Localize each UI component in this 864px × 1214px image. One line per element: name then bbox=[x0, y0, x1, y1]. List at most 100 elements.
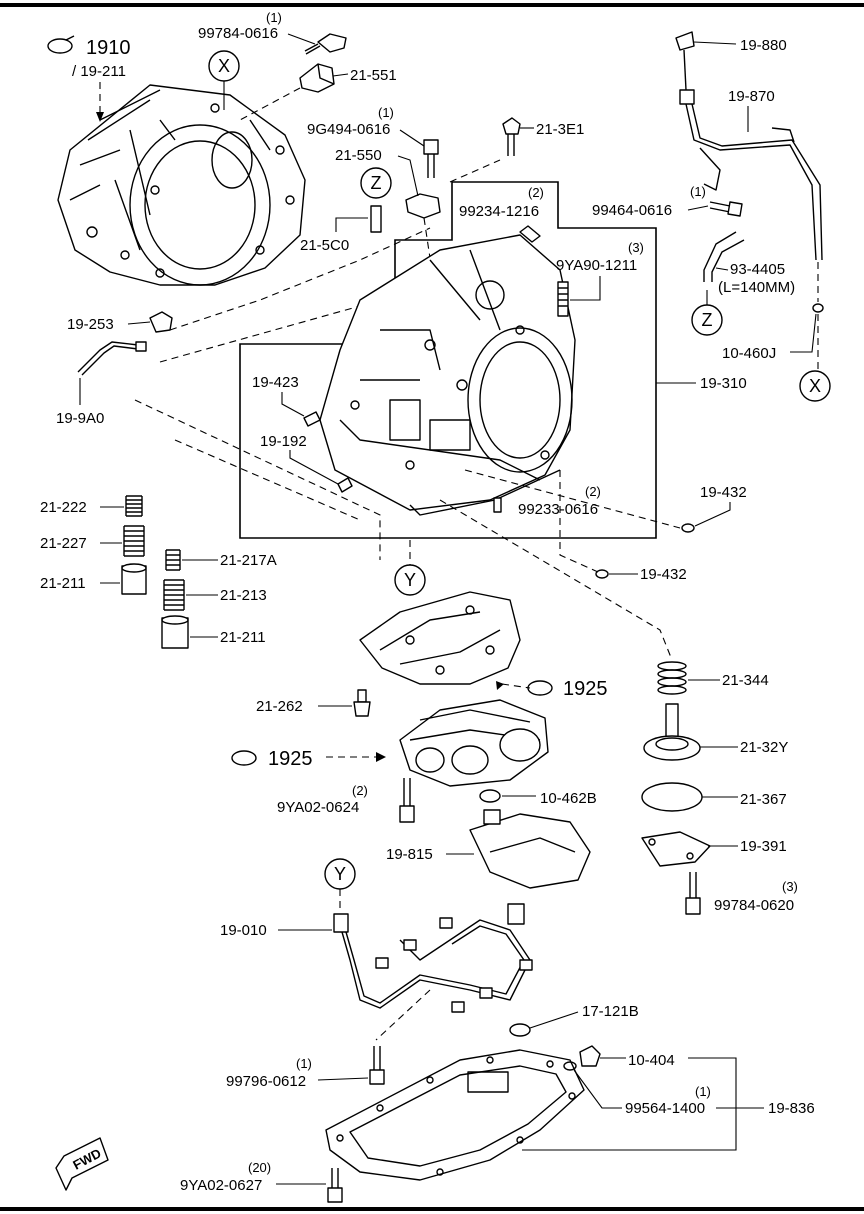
marker-x-right: X bbox=[809, 376, 821, 396]
label-19-253: 19-253 bbox=[67, 316, 114, 333]
fitting-19-423 bbox=[303, 411, 321, 427]
bolt-99464-0616 bbox=[709, 201, 743, 217]
piston-21-211-a bbox=[121, 563, 147, 595]
label-99796-0612: 99796-0612 bbox=[226, 1073, 306, 1090]
drain-plug-10-404 bbox=[579, 1045, 601, 1067]
label-99564-1400: 99564-1400 bbox=[625, 1100, 705, 1117]
label-21-551: 21-551 bbox=[350, 67, 397, 84]
qty-99784-0620: (3) bbox=[782, 879, 798, 894]
ref-1910-callout: 1910 / 19-211 bbox=[47, 35, 131, 122]
bolt-9YA02-0627 bbox=[327, 1168, 343, 1203]
oring-19-432-a bbox=[681, 523, 695, 533]
label-21-32Y: 21-32Y bbox=[740, 739, 788, 756]
valve-body bbox=[399, 699, 549, 787]
label-21-222: 21-222 bbox=[40, 499, 87, 516]
cover-19-391 bbox=[641, 831, 711, 867]
spring-21-344 bbox=[657, 661, 687, 695]
label-21-3E1: 21-3E1 bbox=[536, 121, 584, 138]
qty-9YA90-1211: (3) bbox=[628, 240, 644, 255]
label-9YA02-0624: 9YA02-0624 bbox=[277, 799, 359, 816]
qty-99464-0616: (1) bbox=[690, 184, 706, 199]
marker-y-circle-top bbox=[394, 564, 426, 596]
label-9YA90-1211: 9YA90-1211 bbox=[556, 257, 637, 274]
sensor-21-551 bbox=[299, 63, 335, 93]
bolt-99784-0616 bbox=[304, 33, 347, 55]
plug-19-253 bbox=[149, 311, 173, 333]
label-19-836: 19-836 bbox=[768, 1100, 815, 1117]
stud-9YA90-1211 bbox=[557, 281, 569, 317]
marker-y-bottom: Y bbox=[334, 864, 346, 884]
bolt-9YA02-0624 bbox=[399, 778, 415, 823]
label-19-192: 19-192 bbox=[260, 433, 307, 450]
converter-housing bbox=[57, 84, 306, 286]
ref-1925-callout-b: 1925 bbox=[231, 748, 386, 770]
label-19-880: 19-880 bbox=[740, 37, 787, 54]
ref-1925-callout-a: 1925 bbox=[496, 678, 608, 700]
label-21-5C0: 21-5C0 bbox=[300, 237, 349, 254]
qty-99564-1400: (1) bbox=[695, 1084, 711, 1099]
case-assembly-box bbox=[239, 181, 657, 539]
label-19-9A0: 19-9A0 bbox=[56, 410, 104, 427]
wiring-harness-19-010 bbox=[333, 903, 533, 1013]
bolt-99796-0612 bbox=[369, 1046, 385, 1085]
label-19-432-b: 19-432 bbox=[640, 566, 687, 583]
label-21-550: 21-550 bbox=[335, 147, 382, 164]
qty-99796-0612: (1) bbox=[296, 1056, 312, 1071]
qty-99784-0616: (1) bbox=[266, 10, 282, 25]
label-19-310: 19-310 bbox=[700, 375, 747, 392]
label-21-213: 21-213 bbox=[220, 587, 267, 604]
piston-21-32Y bbox=[643, 703, 701, 761]
label-10-460J: 10-460J bbox=[722, 345, 776, 362]
ref-1910-label: 1910 bbox=[86, 37, 131, 59]
separator-plate bbox=[359, 591, 521, 685]
washer-99564-1400 bbox=[563, 1061, 577, 1071]
ref-1925-label-b: 1925 bbox=[268, 748, 313, 770]
oring-10-460J bbox=[812, 303, 824, 313]
label-21-211-a: 21-211 bbox=[40, 575, 86, 592]
label-99784-0620: 99784-0620 bbox=[714, 897, 794, 914]
bolt-9G494-0616 bbox=[423, 139, 439, 178]
solenoid-21-550 bbox=[405, 193, 441, 219]
label-9G494-0616: 9G494-0616 bbox=[307, 121, 390, 138]
qty-9G494-0616: (1) bbox=[378, 105, 394, 120]
label-21-367: 21-367 bbox=[740, 791, 787, 808]
filter-19-815 bbox=[469, 809, 591, 889]
label-19-815: 19-815 bbox=[386, 846, 433, 863]
label-21-227: 21-227 bbox=[40, 535, 87, 552]
label-99464-0616: 99464-0616 bbox=[592, 202, 672, 219]
spring-21-227 bbox=[123, 525, 145, 557]
note-93-4405: (L=140MM) bbox=[718, 279, 795, 296]
bolt-99784-0620 bbox=[685, 872, 701, 915]
label-9YA02-0627: 9YA02-0627 bbox=[180, 1177, 262, 1194]
piston-21-211-b bbox=[161, 615, 189, 649]
dowel-99234-1216 bbox=[519, 225, 541, 243]
label-10-404: 10-404 bbox=[628, 1052, 675, 1069]
transmission-case bbox=[319, 234, 576, 516]
label-99233-0616: 99233-0616 bbox=[518, 501, 598, 518]
tube-19-9A0 bbox=[77, 341, 139, 373]
ref-1910-sub-label: / 19-211 bbox=[72, 63, 126, 80]
tube-19-870 bbox=[679, 89, 823, 261]
oil-pan-19-836 bbox=[325, 1049, 585, 1181]
bolt-21-3E1 bbox=[502, 117, 521, 156]
label-21-262: 21-262 bbox=[256, 698, 303, 715]
grommet-17-121B bbox=[509, 1023, 531, 1037]
label-21-217A: 21-217A bbox=[220, 552, 277, 569]
marker-z-right: Z bbox=[702, 310, 713, 330]
pin-99233-0616 bbox=[493, 497, 502, 513]
fitting-19-192 bbox=[337, 477, 353, 493]
dipstick-19-880 bbox=[675, 31, 695, 91]
label-19-391: 19-391 bbox=[740, 838, 787, 855]
fitting-21-262 bbox=[353, 689, 371, 717]
qty-99234-1216: (2) bbox=[528, 185, 544, 200]
label-17-121B: 17-121B bbox=[582, 1003, 639, 1020]
label-10-462B: 10-462B bbox=[540, 790, 597, 807]
qty-9YA02-0627: (20) bbox=[248, 1160, 271, 1175]
marker-z-left: Z bbox=[371, 173, 382, 193]
label-21-211-b: 21-211 bbox=[220, 629, 266, 646]
label-19-432-a: 19-432 bbox=[700, 484, 747, 501]
spring-21-217A bbox=[165, 549, 181, 571]
label-19-870: 19-870 bbox=[728, 88, 775, 105]
marker-z-circle-left bbox=[360, 167, 392, 199]
